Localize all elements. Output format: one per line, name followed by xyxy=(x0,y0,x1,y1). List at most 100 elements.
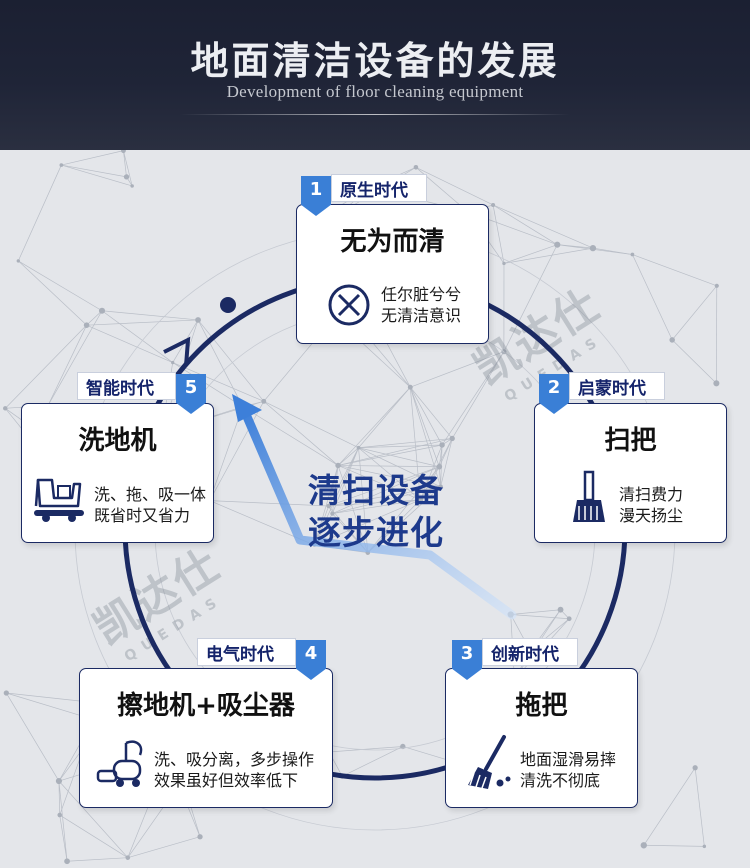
network-line xyxy=(328,447,359,507)
network-node xyxy=(330,511,335,516)
network-node xyxy=(714,283,719,288)
network-node xyxy=(130,184,134,188)
network-line xyxy=(86,310,103,326)
network-line xyxy=(451,351,505,439)
evolution-arrow xyxy=(240,407,517,620)
network-line xyxy=(337,465,441,488)
network-line xyxy=(61,164,127,178)
stage-card-5: 洗地机 洗、拖、吸一体 既省时又省力 xyxy=(21,403,214,543)
network-line xyxy=(409,387,441,487)
network-node xyxy=(713,380,720,387)
stage-era-tag: 智能时代 xyxy=(77,372,176,400)
broom-icon xyxy=(573,470,605,522)
network-node xyxy=(692,765,698,771)
network-line xyxy=(358,447,441,488)
network-line xyxy=(419,444,443,500)
network-node xyxy=(449,435,455,442)
network-line xyxy=(643,844,705,847)
network-line xyxy=(409,387,440,467)
page-title: 地面清洁设备的发展 xyxy=(190,39,560,83)
network-line xyxy=(510,609,561,615)
network-line xyxy=(367,486,441,553)
network-line xyxy=(314,465,339,546)
network-line xyxy=(47,325,87,406)
network-line xyxy=(101,310,199,321)
network-node xyxy=(121,150,126,154)
stage-desc: 洗、吸分离，多步操作 效果虽好但效率低下 xyxy=(154,750,315,790)
network-line xyxy=(420,486,441,501)
network-line xyxy=(592,247,633,255)
network-line xyxy=(127,836,201,859)
vacuum-cleaner-icon xyxy=(96,740,143,787)
network-line xyxy=(337,465,369,553)
network-line xyxy=(328,466,440,507)
network-node xyxy=(640,842,647,849)
network-node xyxy=(669,337,675,343)
stage-title: 无为而清 xyxy=(340,227,445,257)
network-node xyxy=(335,462,341,469)
network-line xyxy=(123,150,133,187)
stage-desc: 洗、拖、吸一体 既省时又省力 xyxy=(94,485,207,525)
stage-title: 拖把 xyxy=(515,691,568,721)
stage-era-tag: 创新时代 xyxy=(482,638,578,666)
network-node xyxy=(98,307,106,314)
network-line xyxy=(440,438,453,487)
network-line xyxy=(314,499,421,546)
cycle-start-dot xyxy=(220,297,236,313)
network-line xyxy=(61,164,133,187)
network-line xyxy=(492,204,558,245)
network-node xyxy=(55,777,63,785)
network-line xyxy=(492,204,594,249)
network-line xyxy=(58,781,61,816)
page-subtitle: Development of floor cleaning equipment xyxy=(226,82,524,101)
network-line xyxy=(643,767,696,846)
network-node xyxy=(3,690,9,696)
stage-card-3: 拖把 地面湿滑易摔 清洗不彻底 xyxy=(445,668,638,808)
network-line xyxy=(242,406,339,466)
mop-icon xyxy=(468,735,511,789)
network-line xyxy=(503,247,593,264)
stage-desc: 任尔脏兮兮 无清洁意识 xyxy=(381,285,462,325)
network-line xyxy=(329,746,403,753)
network-line xyxy=(337,447,359,466)
network-line xyxy=(328,465,339,507)
network-node xyxy=(417,496,424,503)
network-node xyxy=(554,241,561,248)
network-line xyxy=(59,814,128,858)
network-node xyxy=(702,844,707,849)
network-line xyxy=(58,780,129,858)
stage-card-1: 无为而清 任尔脏兮兮 无清洁意识 xyxy=(296,204,489,344)
network-line xyxy=(439,438,453,467)
network-line xyxy=(409,387,421,500)
evolution-arrowhead xyxy=(232,394,262,422)
stage-title: 洗地机 xyxy=(78,426,157,456)
network-node xyxy=(589,244,597,252)
prohibited-circle-icon xyxy=(328,284,370,326)
header-divider xyxy=(180,114,570,115)
network-line xyxy=(101,310,173,363)
network-line xyxy=(314,447,359,546)
network-line xyxy=(671,339,717,384)
network-line xyxy=(18,260,87,326)
stage-title: 扫把 xyxy=(604,426,657,456)
network-node xyxy=(83,322,90,328)
network-node xyxy=(197,834,203,840)
network-line xyxy=(694,767,705,847)
network-line xyxy=(409,387,443,446)
stage-title: 擦地机+吸尘器 xyxy=(117,691,295,721)
network-node xyxy=(57,812,63,818)
network-line xyxy=(86,324,173,363)
network-node xyxy=(630,252,635,257)
network-line xyxy=(332,486,441,514)
network-node xyxy=(171,360,175,365)
network-line xyxy=(263,401,359,449)
network-line xyxy=(338,465,440,468)
network-line xyxy=(367,499,421,553)
network-line xyxy=(410,351,505,388)
network-line xyxy=(67,857,128,862)
network-line xyxy=(123,150,127,177)
stage-desc: 地面湿滑易摔 清洗不彻底 xyxy=(520,750,617,790)
network-node xyxy=(326,503,331,509)
network-line xyxy=(337,386,411,466)
stage-era-tag: 电气时代 xyxy=(197,638,296,666)
